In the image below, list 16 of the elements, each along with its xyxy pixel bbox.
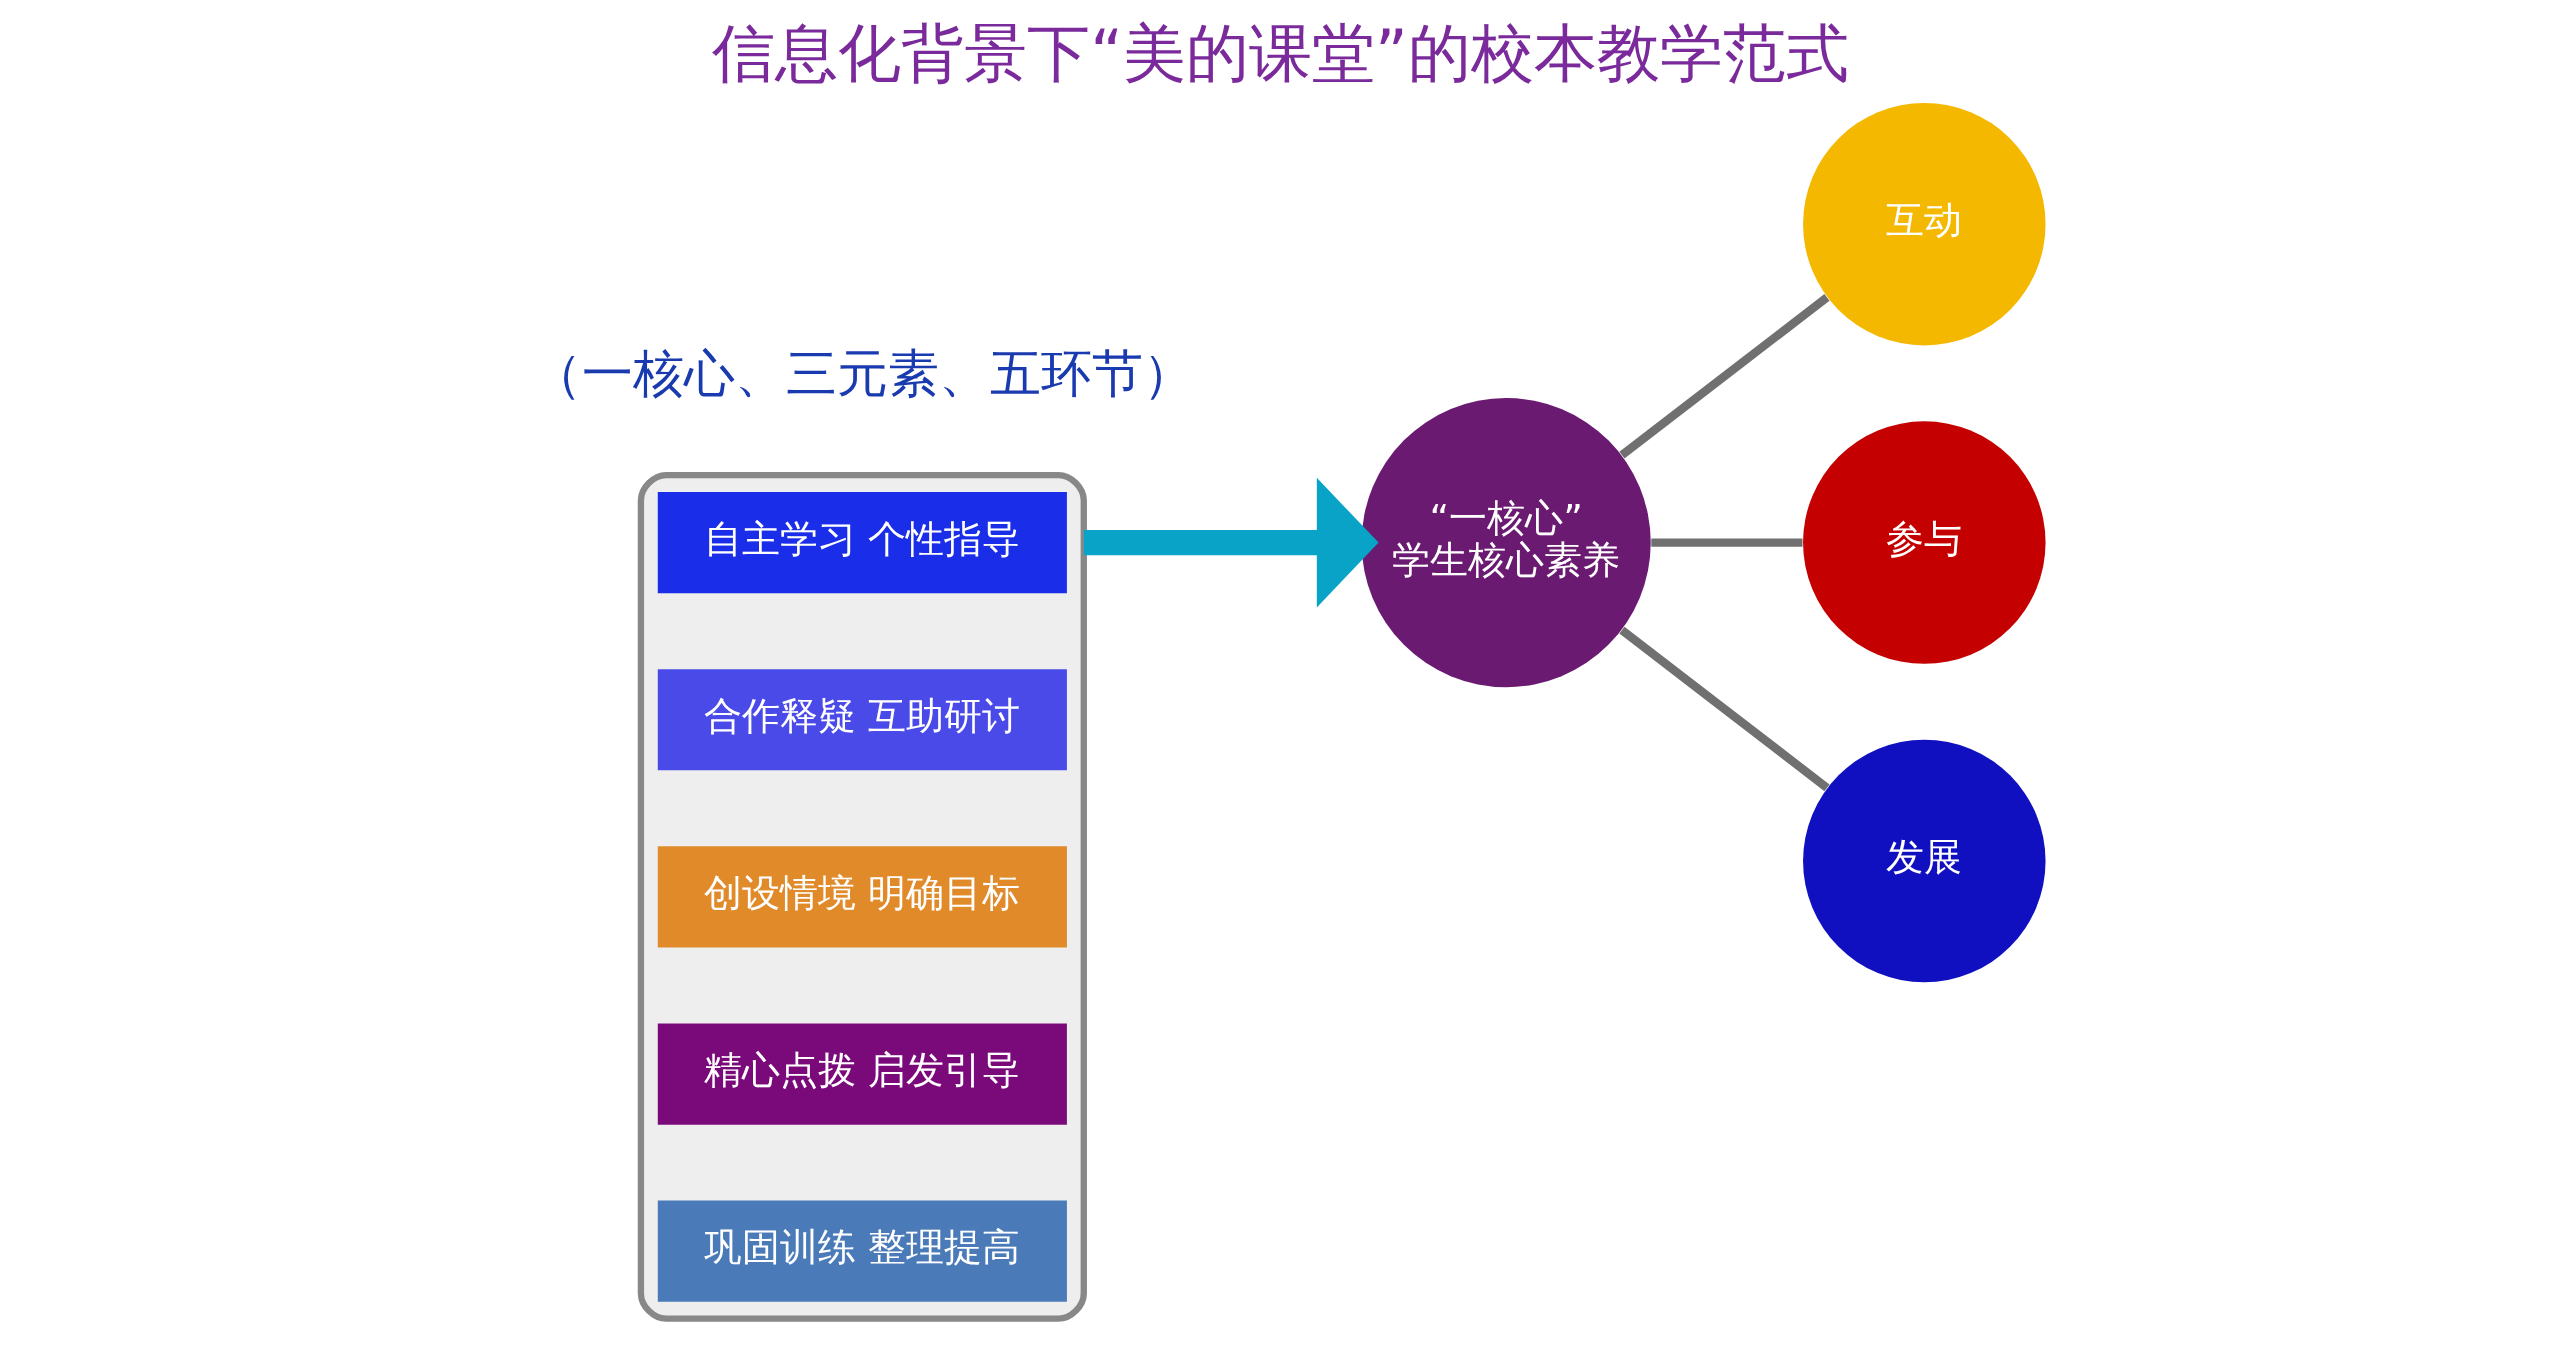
node-circle: 参与 bbox=[1802, 421, 2046, 664]
node-circle: “一核心” 学生核心素养 bbox=[1361, 398, 1651, 688]
node-circle: 互动 bbox=[1802, 102, 2046, 346]
connector bbox=[1650, 538, 1802, 547]
cluster bbox=[637, 471, 1087, 1322]
node-circle: 发展 bbox=[1802, 739, 2046, 983]
arrow bbox=[1083, 477, 1379, 608]
connector bbox=[1618, 294, 1830, 459]
node-box: 巩固训练 整理提高 bbox=[657, 1200, 1067, 1302]
node-box: 合作释疑 互助研讨 bbox=[657, 669, 1067, 771]
diagram-title: 信息化背景下“美的课堂”的校本教学范式 bbox=[711, 16, 1849, 91]
node-box: 创设情境 明确目标 bbox=[657, 846, 1067, 948]
node-box: 自主学习 个性指导 bbox=[657, 492, 1067, 594]
connector bbox=[1618, 626, 1830, 792]
node-box: 精心点拨 启发引导 bbox=[657, 1023, 1067, 1125]
label: （一核心、三元素、五环节） bbox=[530, 344, 1194, 404]
